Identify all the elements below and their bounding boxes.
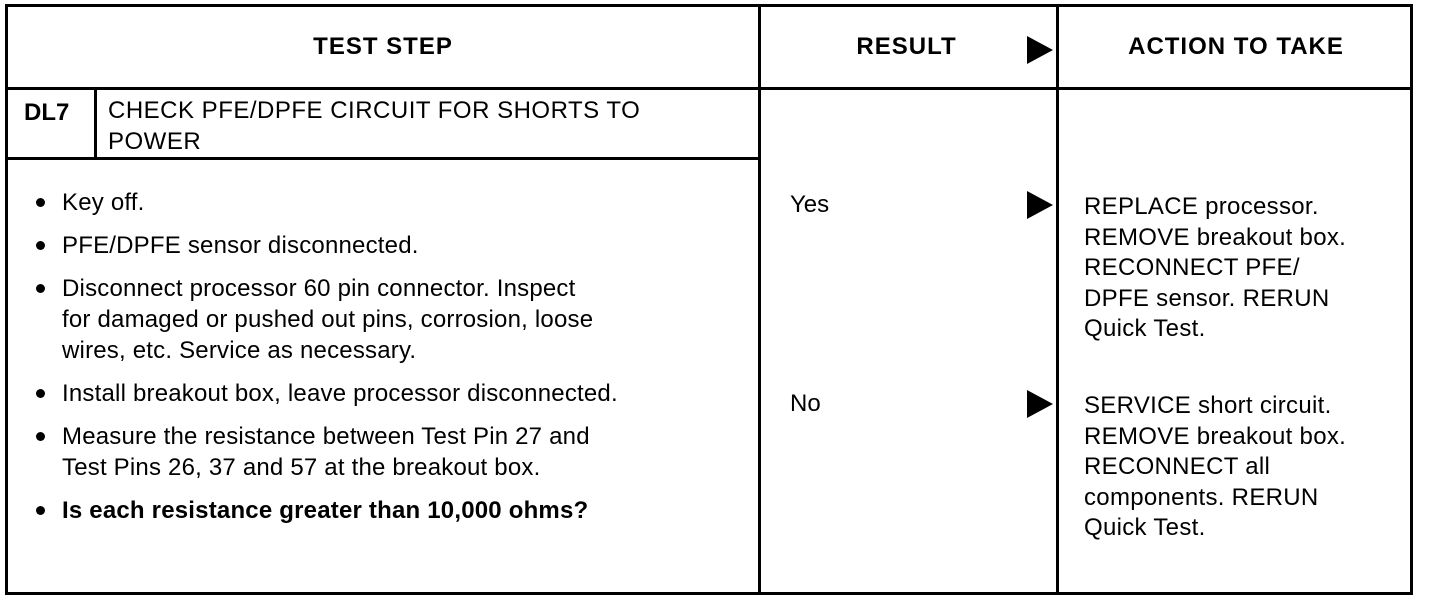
header-divider: [8, 87, 1410, 90]
yes-arrow-icon: [1027, 191, 1053, 219]
bullet-dot-icon: [36, 284, 45, 293]
bullet-item: Key off.: [32, 187, 752, 218]
action-line: Quick Test.: [1084, 514, 1206, 541]
no-arrow-icon: [1027, 390, 1053, 418]
column-divider-result-action: [1056, 7, 1059, 592]
step-title-line: CHECK PFE/DPFE CIRCUIT FOR SHORTS TO: [108, 97, 641, 124]
header-action-to-take: ACTION TO TAKE: [1128, 33, 1344, 60]
result-no: No: [790, 390, 821, 417]
bullet-item: Measure the resistance between Test Pin …: [32, 421, 752, 483]
action-line: DPFE sensor. RERUN: [1084, 284, 1330, 312]
header-arrow-icon: [1027, 36, 1053, 64]
bullet-item: PFE/DPFE sensor disconnected.: [32, 230, 752, 261]
step-title: CHECK PFE/DPFE CIRCUIT FOR SHORTS TO POW…: [108, 95, 748, 157]
action-line: RECONNECT PFE/: [1084, 254, 1300, 281]
action-yes: REPLACE processor. REMOVE breakout box. …: [1084, 192, 1414, 345]
result-yes: Yes: [790, 191, 830, 218]
action-line: components. RERUN: [1084, 483, 1319, 511]
step-title-divider: [8, 157, 758, 160]
action-line: REMOVE breakout box.: [1084, 223, 1347, 251]
bullet-item: Install breakout box, leave processor di…: [32, 378, 752, 409]
step-id-divider: [94, 90, 97, 160]
action-line: REPLACE processor.: [1084, 193, 1319, 220]
bullet-dot-icon: [36, 198, 45, 207]
action-line: SERVICE short circuit.: [1084, 392, 1332, 419]
action-no: SERVICE short circuit. REMOVE breakout b…: [1084, 391, 1414, 544]
action-line: Quick Test.: [1084, 315, 1206, 342]
bullet-dot-icon: [36, 432, 45, 441]
bullet-item-question: Is each resistance greater than 10,000 o…: [32, 495, 752, 526]
header-result: RESULT: [761, 7, 1056, 87]
step-title-line: POWER: [108, 128, 202, 155]
header-test-step: TEST STEP: [313, 33, 453, 60]
header-result-label: RESULT: [856, 33, 957, 60]
bullet-dot-icon: [36, 241, 45, 250]
column-divider-test-result: [758, 7, 761, 592]
action-line: RECONNECT all: [1084, 453, 1271, 480]
test-step-bullets: Key off. PFE/DPFE sensor disconnected. D…: [32, 187, 752, 538]
step-id: DL7: [24, 99, 70, 126]
bullet-item: Disconnect processor 60 pin connector. I…: [32, 273, 752, 366]
bullet-dot-icon: [36, 506, 45, 515]
diagnostic-table: TEST STEP RESULT ACTION TO TAKE DL7 CHEC…: [5, 4, 1413, 595]
bullet-dot-icon: [36, 389, 45, 398]
action-line: REMOVE breakout box.: [1084, 422, 1347, 450]
